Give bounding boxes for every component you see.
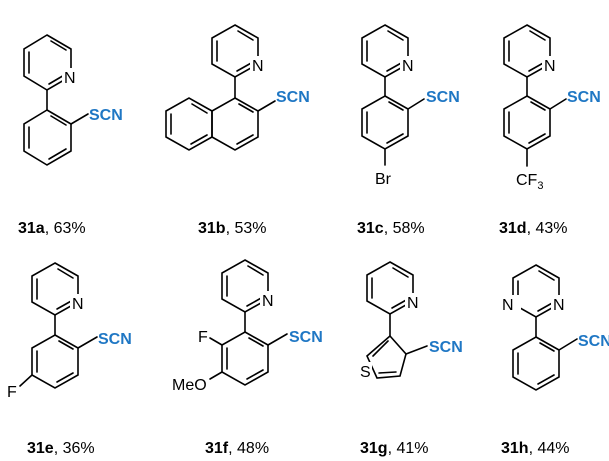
structure-31e: N SCN F bbox=[7, 262, 132, 401]
scn-label: SCN bbox=[98, 331, 132, 348]
fluoro-label: F bbox=[198, 329, 208, 346]
caption-31d: 31d, 43% bbox=[499, 220, 568, 237]
nitrogen-label: N bbox=[64, 70, 76, 87]
fluoro-label: F bbox=[7, 384, 17, 401]
nitrogen-label: N bbox=[544, 58, 556, 75]
structure-31b: N SCN bbox=[165, 24, 310, 151]
caption-31c: 31c, 58% bbox=[357, 220, 425, 237]
nitrogen-label: N bbox=[502, 297, 514, 314]
scn-label: SCN bbox=[578, 333, 609, 350]
caption-31a: 31a, 63% bbox=[18, 220, 86, 237]
caption-31h: 31h, 44% bbox=[501, 440, 570, 457]
caption-31e: 31e, 36% bbox=[27, 440, 95, 457]
structure-31d: N SCN CF3 bbox=[503, 24, 601, 192]
caption-31g: 31g, 41% bbox=[360, 440, 429, 457]
caption-31b: 31b, 53% bbox=[198, 220, 267, 237]
bromo-label: Br bbox=[375, 171, 392, 188]
structure-31h: N N SCN bbox=[502, 264, 609, 391]
scn-label: SCN bbox=[426, 89, 460, 106]
structure-31a: N SCN bbox=[23, 34, 123, 166]
scn-label: SCN bbox=[276, 89, 310, 106]
nitrogen-label: N bbox=[402, 58, 414, 75]
scn-label: SCN bbox=[289, 329, 323, 346]
scn-label: SCN bbox=[567, 89, 601, 106]
methoxy-label: MeO bbox=[172, 377, 207, 394]
nitrogen-label: N bbox=[252, 58, 264, 75]
structure-31c: N SCN Br bbox=[361, 24, 460, 188]
nitrogen-label: N bbox=[407, 295, 419, 312]
nitrogen-label: N bbox=[553, 297, 565, 314]
structure-31f: N SCN F MeO bbox=[172, 259, 323, 394]
structure-31g: N S SCN bbox=[358, 261, 463, 381]
trifluoromethyl-label: CF3 bbox=[516, 172, 543, 192]
scn-label: SCN bbox=[89, 107, 123, 124]
nitrogen-label: N bbox=[262, 293, 274, 310]
caption-31f: 31f, 48% bbox=[205, 440, 270, 457]
sulfur-label: S bbox=[360, 364, 371, 381]
scn-label: SCN bbox=[429, 339, 463, 356]
nitrogen-label: N bbox=[72, 296, 84, 313]
